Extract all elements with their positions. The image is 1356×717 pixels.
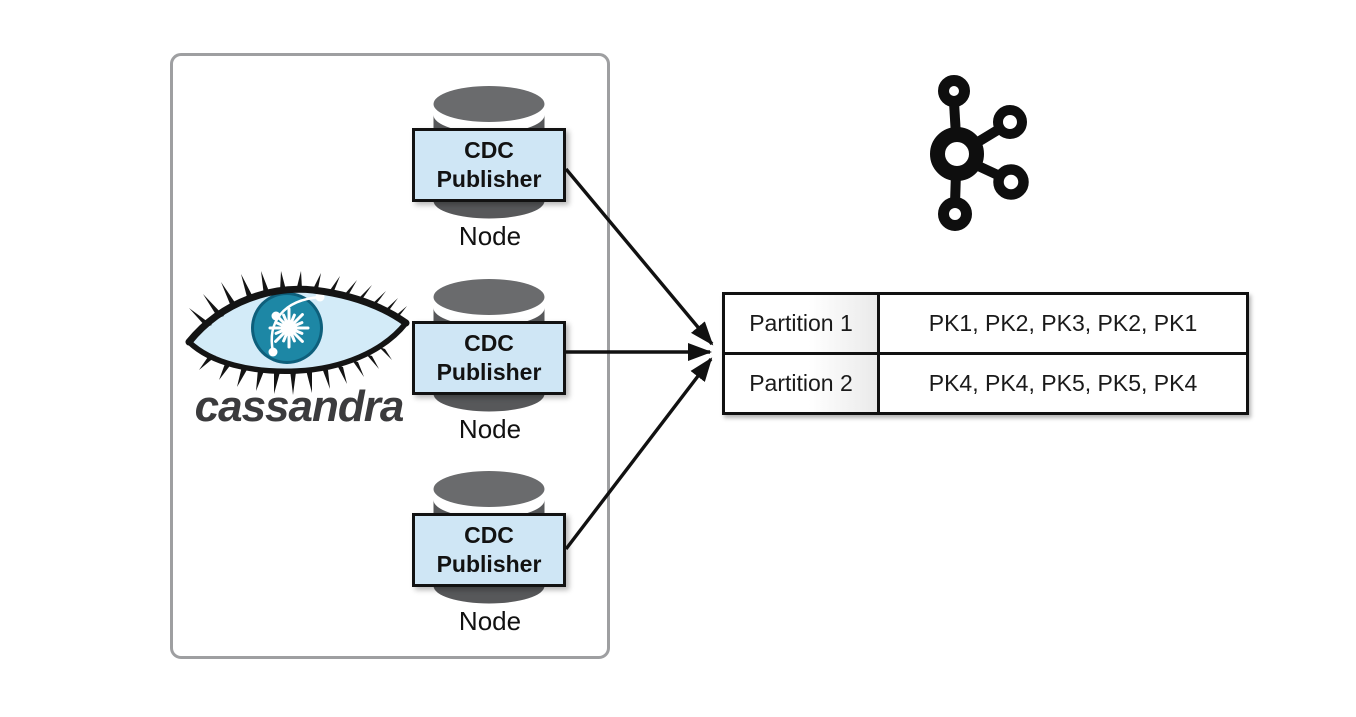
partition-row-2: Partition 2 PK4, PK4, PK5, PK5, PK4 [725,352,1246,412]
cassandra-logo: cassandra [183,270,415,440]
partition-messages-cell: PK4, PK4, PK5, PK5, PK4 [928,370,1198,396]
partition-messages-cell: PK1, PK2, PK3, PK2, PK1 [928,310,1198,336]
kafka-icon [930,75,1029,231]
cdc-publisher-box-3: CDC Publisher [412,513,566,587]
cassandra-node-2: CDC Publisher Node [412,278,568,460]
cassandra-wordmark: cassandra [194,382,405,431]
partition-name-cell: Partition 2 [725,355,880,412]
cdc-publisher-box-1: CDC Publisher [412,128,566,202]
node-caption-1: Node [458,221,522,251]
cassandra-node-3: CDC Publisher Node [412,470,568,652]
kafka-partition-table: Partition 1 PK1, PK2, PK3, PK2, PK1 Part… [722,292,1249,415]
node-caption-3: Node [458,606,522,636]
partition-row-1: Partition 1 PK1, PK2, PK3, PK2, PK1 [725,295,1246,352]
cdc-publisher-box-2: CDC Publisher [412,321,566,395]
cassandra-node-1: CDC Publisher Node [412,85,568,267]
cassandra-eye-icon [185,271,410,395]
partition-name-cell: Partition 1 [725,295,880,352]
node-caption-2: Node [458,414,522,444]
